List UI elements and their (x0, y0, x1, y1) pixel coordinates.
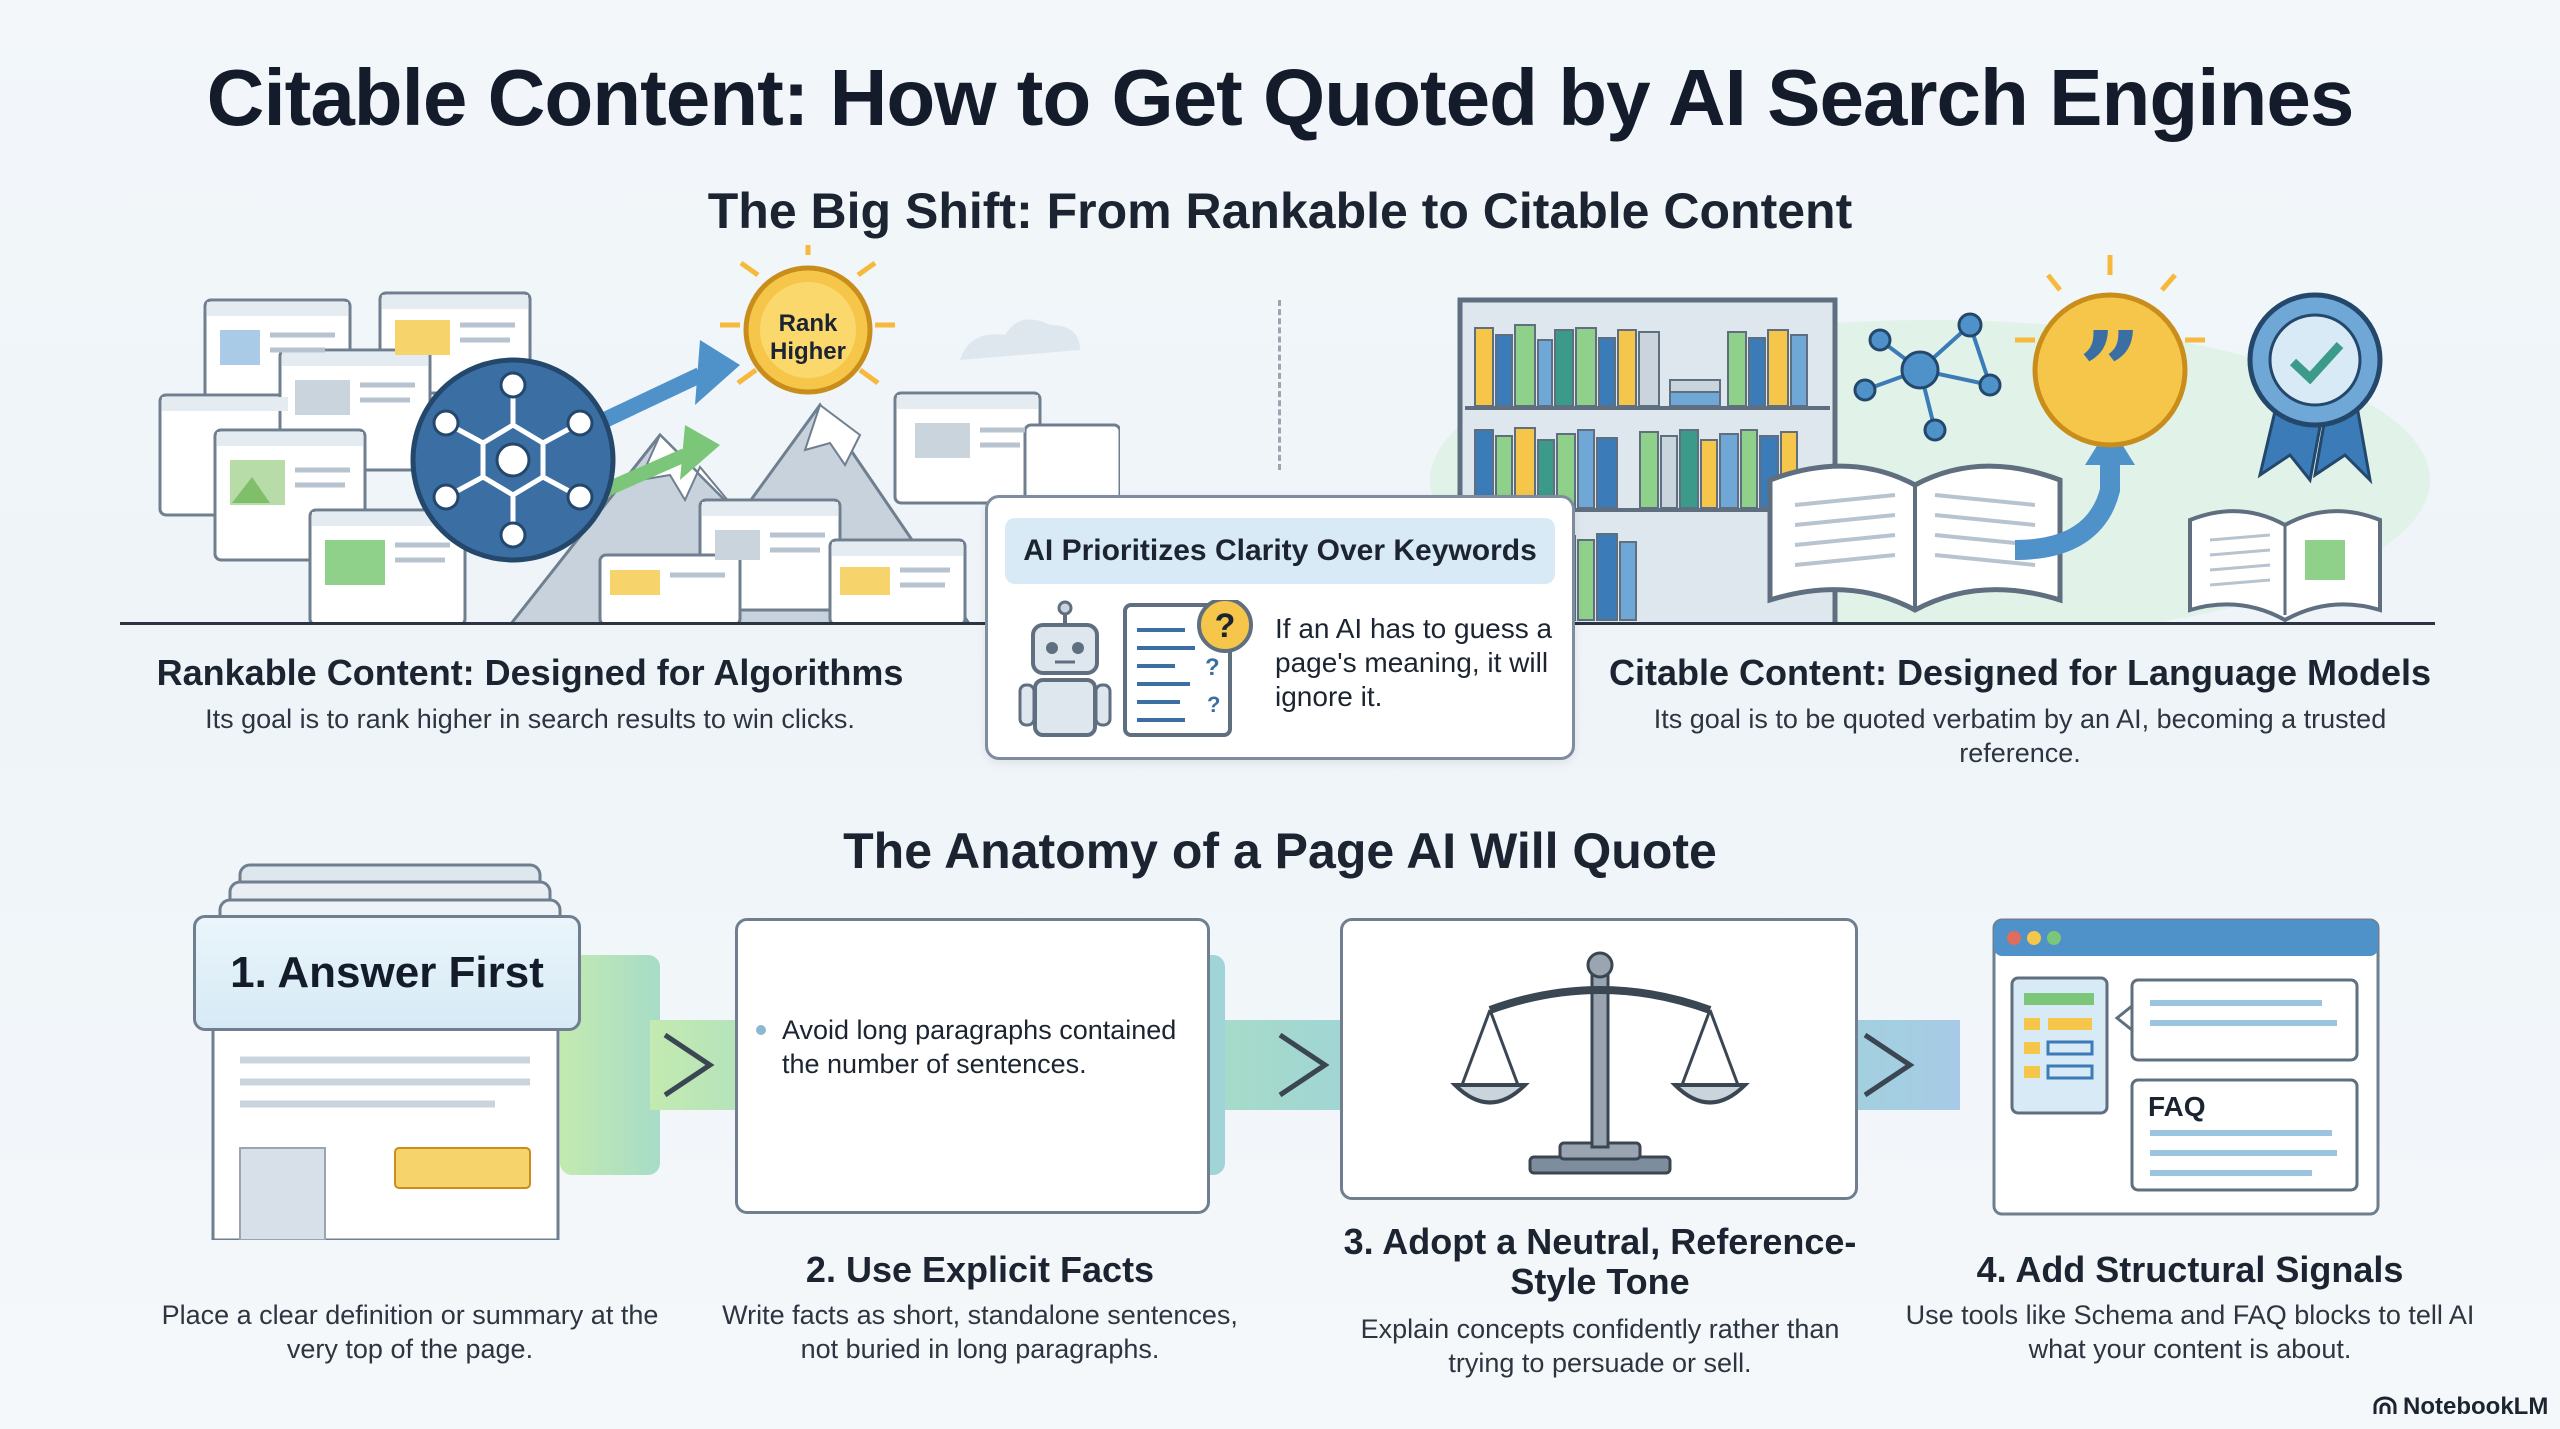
svg-text:?: ? (1205, 654, 1220, 681)
step-3-description: Explain concepts confidently rather than… (1360, 1314, 1840, 1378)
svg-text:”: ” (2078, 307, 2141, 436)
step-2-title: 2. Use Explicit Facts (805, 1249, 1155, 1290)
callout-header: AI Prioritizes Clarity Over Keywords (1005, 518, 1555, 584)
citable-description: Its goal is to be quoted verbatim by an … (1653, 704, 2387, 768)
step-1-description: Place a clear definition or summary at t… (161, 1300, 659, 1364)
step-2-bullet (756, 1025, 766, 1035)
svg-text:?: ? (1207, 692, 1220, 717)
step-1-title: 1. Answer First (193, 915, 581, 1031)
robot-icon: ? ? ? (1018, 600, 1253, 737)
svg-text:?: ? (1215, 607, 1236, 645)
faq-label: FAQ (2148, 1091, 2206, 1122)
rankable-title: Rankable Content: Designed for Algorithm… (156, 652, 904, 693)
shift-section-heading: The Big Shift: From Rankable to Citable … (707, 183, 1853, 239)
callout-text: If an AI has to guess a page's meaning, … (1275, 613, 1553, 712)
step-2-card (735, 918, 1210, 1214)
right-ground-line (1450, 622, 2435, 625)
rankable-illustration: Rank Higher (158, 245, 1120, 625)
step-3-title: 3. Adopt a Neutral, Reference-Style Tone (1343, 1221, 1857, 1302)
rank-badge-line1: Rank (779, 310, 838, 337)
step-2-description: Write facts as short, standalone sentenc… (722, 1300, 1238, 1364)
section-divider (1278, 300, 1281, 470)
citable-title: Citable Content: Designed for Language M… (1608, 652, 2432, 693)
anatomy-section-heading: The Anatomy of a Page AI Will Quote (843, 823, 1717, 879)
rankable-description: Its goal is to rank higher in search res… (205, 704, 855, 734)
structured-page-window (1992, 918, 2380, 1216)
scales-icon (1450, 951, 1750, 1175)
step-4-description: Use tools like Schema and FAQ blocks to … (1905, 1300, 2475, 1364)
left-ground-line (120, 622, 1120, 625)
step-2-card-text: Avoid long paragraphs contained the numb… (782, 1015, 1177, 1079)
rank-badge-line2: Higher (770, 338, 846, 365)
page-title: Citable Content: How to Get Quoted by AI… (206, 53, 2355, 142)
step-4-title: 4. Add Structural Signals (1976, 1249, 2404, 1290)
brand-label: NotebookLM (2403, 1393, 2549, 1420)
notebooklm-logo-icon (2373, 1396, 2397, 1416)
